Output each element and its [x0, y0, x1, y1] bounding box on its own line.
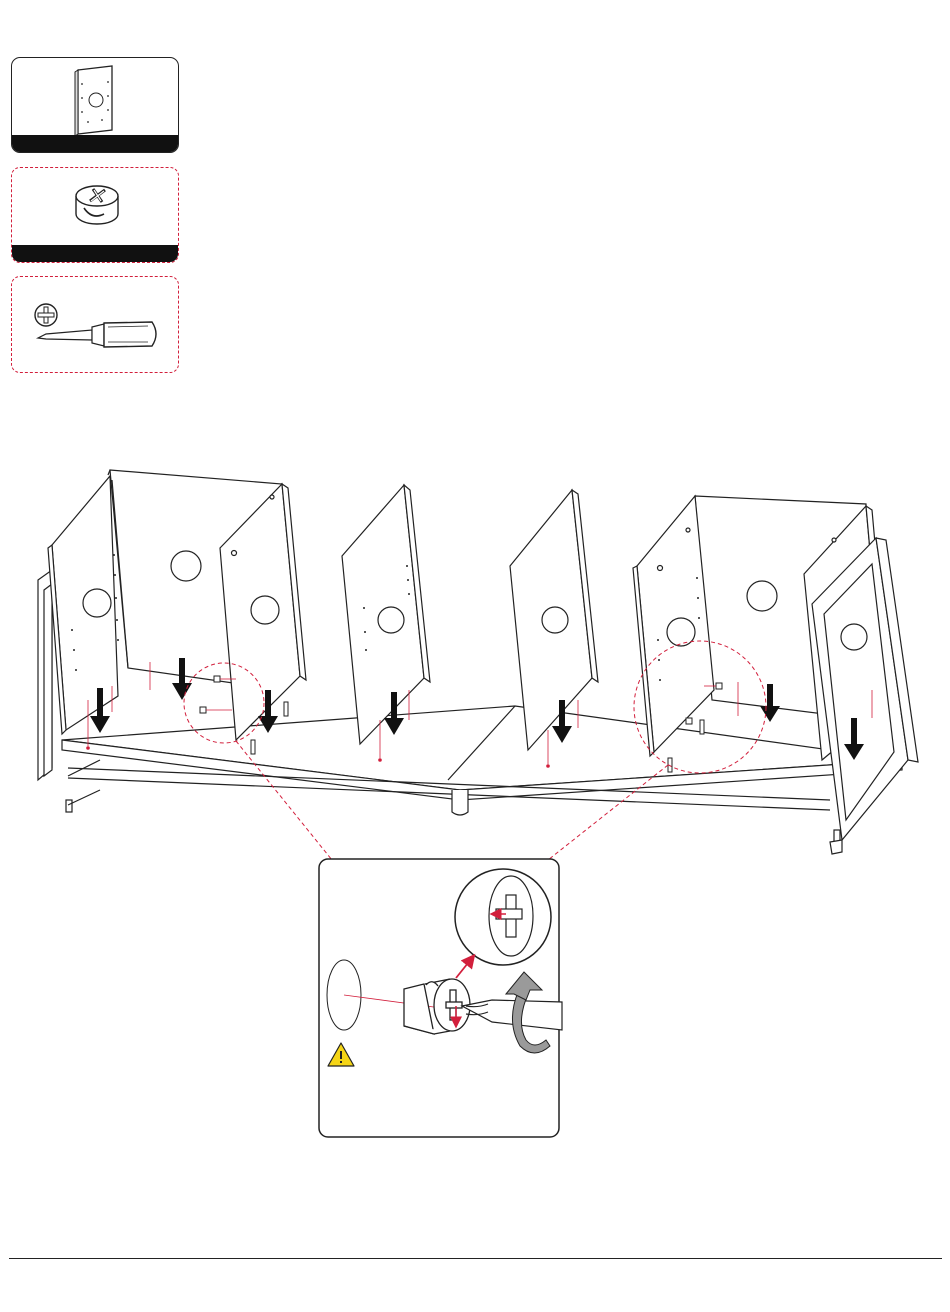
zoom-circle [455, 869, 551, 965]
footer-divider [9, 1258, 942, 1259]
base-platform [62, 706, 902, 842]
detail-box [319, 859, 562, 1137]
middle-panel-1 [342, 485, 430, 744]
